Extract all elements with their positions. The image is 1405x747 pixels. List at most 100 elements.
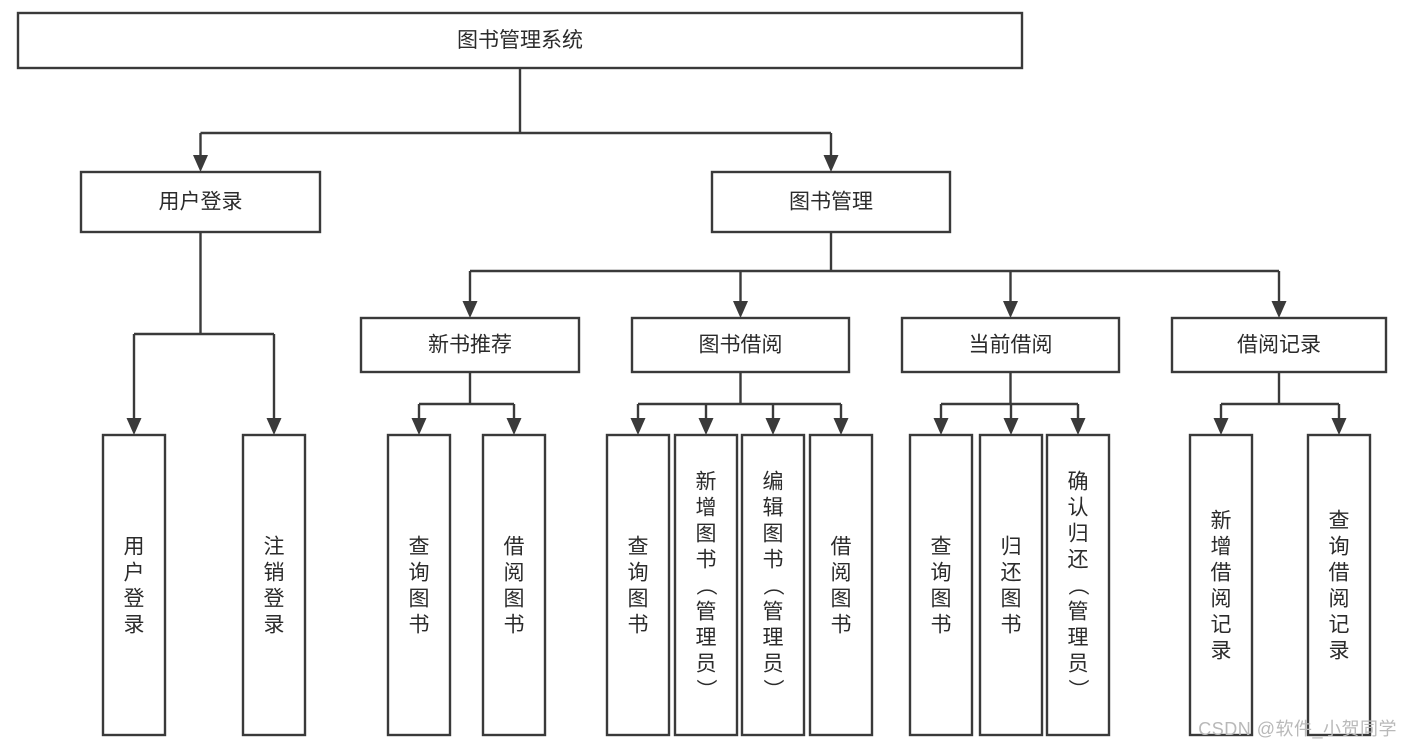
svg-text:书: 书 xyxy=(409,613,430,636)
svg-text:新: 新 xyxy=(1211,509,1232,532)
node-leaf-query-book-3[interactable] xyxy=(908,433,974,737)
svg-text:阅: 阅 xyxy=(1211,587,1232,610)
svg-text:确: 确 xyxy=(1068,470,1089,493)
node-leaf-borrow-book-2[interactable] xyxy=(808,433,874,737)
svg-text:录: 录 xyxy=(124,613,145,636)
svg-text:管: 管 xyxy=(1068,600,1089,623)
arrow-book-manage-0 xyxy=(462,301,478,318)
svg-text:认: 认 xyxy=(1068,496,1089,519)
node-user-login-label: 用户登录 xyxy=(159,191,243,214)
node-book-borrow[interactable] xyxy=(630,316,851,374)
svg-text:录: 录 xyxy=(264,613,285,636)
node-leaf-edit-book[interactable] xyxy=(740,433,806,737)
node-root[interactable] xyxy=(16,11,1024,70)
svg-text:（: （ xyxy=(694,575,717,596)
node-leaf-user-login-label: 用户登录 xyxy=(124,535,145,636)
arrow-user-login-1 xyxy=(266,418,282,435)
svg-text:书: 书 xyxy=(763,548,784,571)
node-leaf-add-record[interactable] xyxy=(1188,433,1254,737)
svg-text:）: ） xyxy=(694,679,717,700)
svg-text:图: 图 xyxy=(696,522,717,545)
svg-text:查: 查 xyxy=(628,535,649,558)
node-book-manage[interactable] xyxy=(710,170,952,234)
svg-text:借: 借 xyxy=(504,535,525,558)
svg-text:增: 增 xyxy=(1211,535,1232,558)
svg-text:管: 管 xyxy=(696,600,717,623)
arrow-user-login-0 xyxy=(126,418,142,435)
svg-text:图: 图 xyxy=(628,587,649,610)
node-book-borrow-label: 图书借阅 xyxy=(699,334,783,357)
svg-text:阅: 阅 xyxy=(504,561,525,584)
svg-text:编: 编 xyxy=(763,470,784,493)
svg-text:增: 增 xyxy=(696,496,717,519)
svg-text:（: （ xyxy=(1066,575,1089,596)
svg-text:书: 书 xyxy=(931,613,952,636)
arrow-current-borrow-2 xyxy=(1070,418,1086,435)
svg-text:图: 图 xyxy=(831,587,852,610)
node-leaf-return-book[interactable] xyxy=(978,433,1044,737)
svg-text:书: 书 xyxy=(1001,613,1022,636)
svg-text:归: 归 xyxy=(1001,535,1022,558)
arrow-borrow-record-1 xyxy=(1331,418,1347,435)
node-leaf-query-record[interactable] xyxy=(1306,433,1372,737)
svg-text:辑: 辑 xyxy=(763,496,784,519)
svg-text:户: 户 xyxy=(124,561,145,584)
svg-text:查: 查 xyxy=(931,535,952,558)
svg-text:员: 员 xyxy=(696,652,717,675)
node-leaf-query-book-2[interactable] xyxy=(605,433,671,737)
node-borrow-record[interactable] xyxy=(1170,316,1388,374)
svg-text:图: 图 xyxy=(763,522,784,545)
node-current-borrow[interactable] xyxy=(900,316,1121,374)
node-leaf-add-book[interactable] xyxy=(673,433,739,737)
svg-text:询: 询 xyxy=(409,561,430,584)
svg-text:图: 图 xyxy=(504,587,525,610)
node-book-manage-label: 图书管理 xyxy=(789,191,873,214)
svg-text:）: ） xyxy=(761,679,784,700)
node-leaf-user-login[interactable] xyxy=(101,433,167,737)
arrow-book-borrow-3 xyxy=(833,418,849,435)
svg-text:（: （ xyxy=(761,575,784,596)
svg-text:登: 登 xyxy=(264,587,285,610)
svg-text:归: 归 xyxy=(1068,522,1089,545)
arrow-book-borrow-2 xyxy=(765,418,781,435)
arrow-book-manage-1 xyxy=(733,301,748,318)
svg-text:录: 录 xyxy=(1329,639,1350,662)
svg-text:新: 新 xyxy=(696,470,717,493)
node-new-book-recommend-label: 新书推荐 xyxy=(428,334,512,357)
node-leaf-logout-login[interactable] xyxy=(241,433,307,737)
arrow-root-0 xyxy=(193,155,208,172)
svg-text:记: 记 xyxy=(1329,613,1350,636)
svg-text:还: 还 xyxy=(1001,561,1022,584)
svg-text:管: 管 xyxy=(763,600,784,623)
svg-text:阅: 阅 xyxy=(831,561,852,584)
svg-text:询: 询 xyxy=(931,561,952,584)
node-leaf-borrow-book-1[interactable] xyxy=(481,433,547,737)
arrow-book-borrow-0 xyxy=(630,418,646,435)
node-leaf-query-book-1[interactable] xyxy=(386,433,452,737)
svg-text:书: 书 xyxy=(831,613,852,636)
svg-text:登: 登 xyxy=(124,587,145,610)
svg-text:图: 图 xyxy=(1001,587,1022,610)
svg-text:图: 图 xyxy=(931,587,952,610)
svg-text:录: 录 xyxy=(1211,639,1232,662)
svg-text:理: 理 xyxy=(763,626,784,649)
node-new-book-recommend[interactable] xyxy=(359,316,581,374)
node-leaf-confirm-return[interactable] xyxy=(1045,433,1111,737)
svg-text:理: 理 xyxy=(696,626,717,649)
svg-text:注: 注 xyxy=(264,535,285,558)
svg-text:书: 书 xyxy=(628,613,649,636)
node-borrow-record-label: 借阅记录 xyxy=(1237,334,1321,357)
svg-text:理: 理 xyxy=(1068,626,1089,649)
svg-text:书: 书 xyxy=(504,613,525,636)
